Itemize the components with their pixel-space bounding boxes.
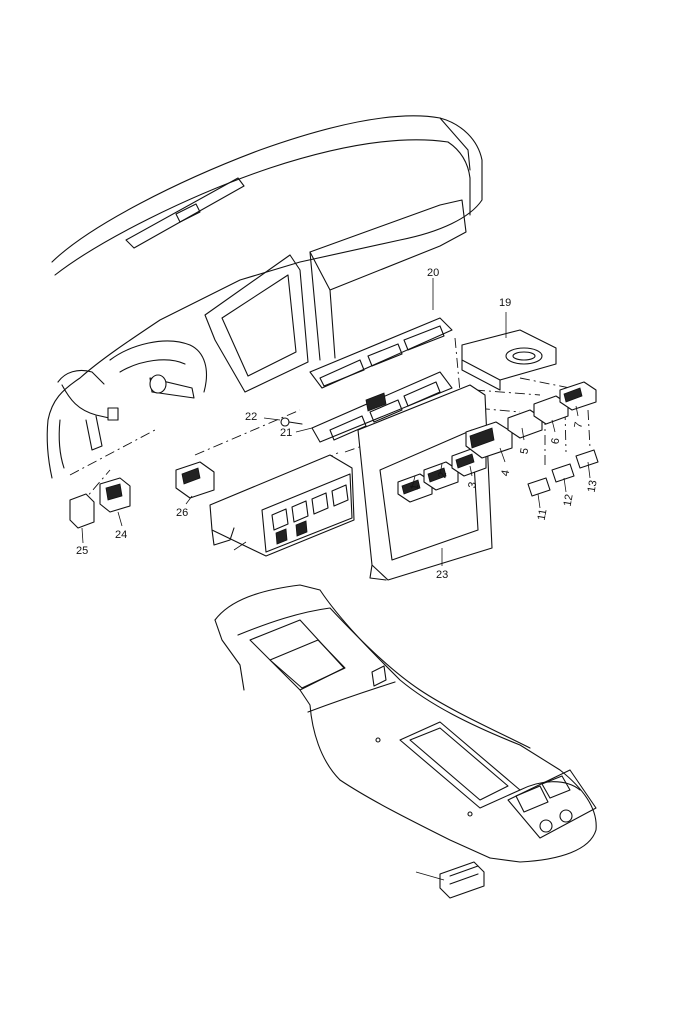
- center-console: [214, 584, 597, 863]
- cup-holder: [461, 329, 557, 391]
- callout-2: 2: [436, 471, 449, 479]
- callout-6: 6: [549, 437, 562, 445]
- callout-17: 19: [499, 297, 511, 309]
- climate-control-unit: [175, 454, 355, 557]
- switch-group: [397, 381, 599, 503]
- callout-11: 11: [536, 508, 550, 521]
- screw: [280, 417, 303, 427]
- side-switches: [69, 477, 131, 529]
- callout-19: 21: [280, 427, 292, 439]
- callout-5: 5: [518, 447, 531, 455]
- dashboard-panel: [46, 115, 483, 479]
- leader-lines: [81, 278, 591, 881]
- callout-7: 7: [572, 421, 585, 429]
- connector: [439, 861, 485, 899]
- callout-labels: 20 19 22 21 1 2 3 4 5 6 7 11 12 13 23 24…: [76, 267, 600, 581]
- vent-bezel-strip: [309, 317, 453, 443]
- callout-20: 22: [245, 411, 257, 423]
- callout-22: 24: [115, 529, 127, 541]
- callout-3: 3: [466, 481, 479, 489]
- callout-12: 12: [562, 493, 576, 507]
- callout-4: 4: [499, 469, 512, 477]
- callout-21: 23: [436, 569, 448, 581]
- callout-13: 13: [586, 479, 600, 493]
- callout-24: 26: [176, 507, 188, 519]
- callout-18: 20: [427, 267, 439, 279]
- callout-1: 1: [408, 483, 421, 491]
- callout-23: 25: [76, 545, 88, 557]
